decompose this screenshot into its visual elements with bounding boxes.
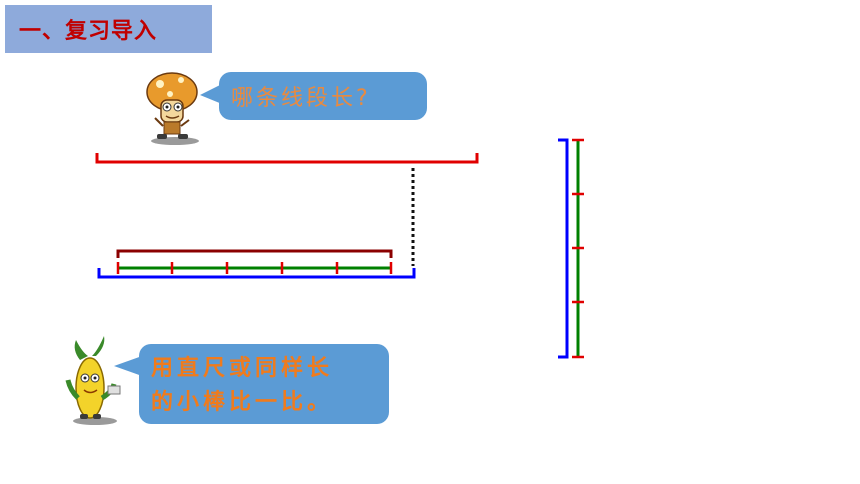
green-ruler-segment [116,262,393,274]
hint-bubble: 用直尺或同样长 的小棒比一比。 [139,344,389,424]
question-text: 哪条线段长? [231,86,371,111]
red-segment [95,153,479,164]
hint-line-2: 的小棒比一比。 [151,390,334,415]
corn-character-icon [65,336,121,425]
blue-segment [97,268,416,279]
dark-red-segment [116,249,393,258]
question-bubble: 哪条线段长? [219,72,427,120]
section-title: 一、复习导入 [5,5,212,53]
vertical-blue-segment [558,138,569,359]
hint-bubble-tail [114,356,142,376]
mushroom-character-icon [146,72,199,145]
hint-line-1: 用直尺或同样长 [151,356,334,381]
question-bubble-tail [200,84,222,104]
vertical-green-ruler-segment [572,138,584,359]
